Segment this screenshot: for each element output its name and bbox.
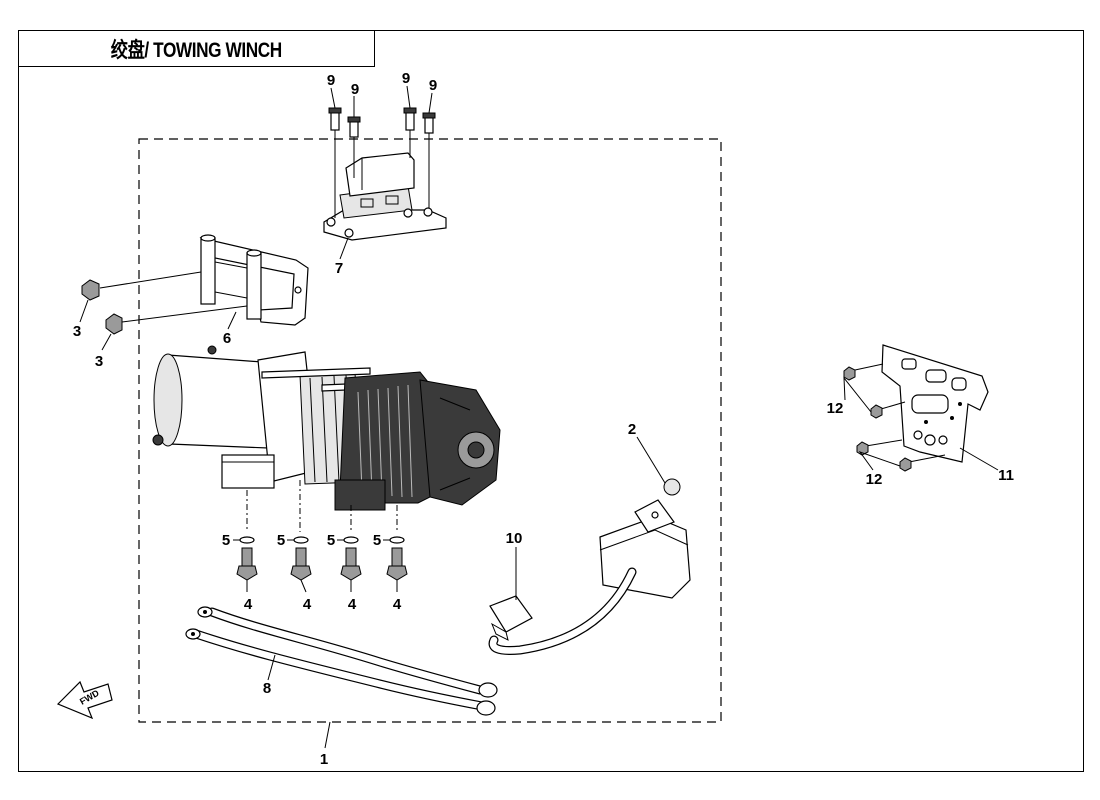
callout-5: 5 <box>327 532 335 549</box>
control-module-part <box>488 478 691 655</box>
callout-12: 12 <box>827 400 844 417</box>
callout-5: 5 <box>222 532 230 549</box>
callout-3: 3 <box>73 323 81 340</box>
callout-9: 9 <box>402 70 410 87</box>
title-box: 绞盘/ TOWING WINCH <box>18 30 375 67</box>
washers-and-bolts <box>236 536 408 581</box>
callout-10: 10 <box>506 530 523 547</box>
plate-bolts <box>843 363 946 472</box>
callout-2: 2 <box>628 421 636 438</box>
callout-labels: 9 9 9 9 7 3 3 6 5 5 5 5 4 4 4 4 8 1 2 10… <box>73 70 1014 768</box>
callout-11: 11 <box>998 467 1014 484</box>
callout-5: 5 <box>277 532 285 549</box>
power-cable-part <box>185 606 498 716</box>
callout-3: 3 <box>95 353 103 370</box>
callout-9: 9 <box>327 72 335 89</box>
callout-1: 1 <box>320 751 328 768</box>
callout-6: 6 <box>223 330 231 347</box>
callout-5: 5 <box>373 532 381 549</box>
callout-8: 8 <box>263 680 271 697</box>
relay-box-part <box>323 152 447 241</box>
assembly-boundary <box>138 138 722 723</box>
callout-9: 9 <box>351 81 359 98</box>
relay-bolts <box>328 107 436 218</box>
callout-4: 4 <box>244 596 253 613</box>
callout-4: 4 <box>303 596 312 613</box>
winch-body-part <box>152 345 501 511</box>
mounting-plate-part <box>881 344 989 463</box>
callout-leaders <box>79 85 999 749</box>
callout-4: 4 <box>348 596 357 613</box>
callout-9: 9 <box>429 77 437 94</box>
page-title: 绞盘/ TOWING WINCH <box>110 38 283 62</box>
callout-12: 12 <box>866 471 883 488</box>
drawing-frame <box>18 30 1084 772</box>
callout-7: 7 <box>335 260 343 277</box>
bracket-bolts <box>81 271 248 335</box>
fairlead-bracket-part <box>199 234 309 326</box>
fwd-arrow-icon: FWD <box>56 680 113 720</box>
callout-4: 4 <box>393 596 402 613</box>
